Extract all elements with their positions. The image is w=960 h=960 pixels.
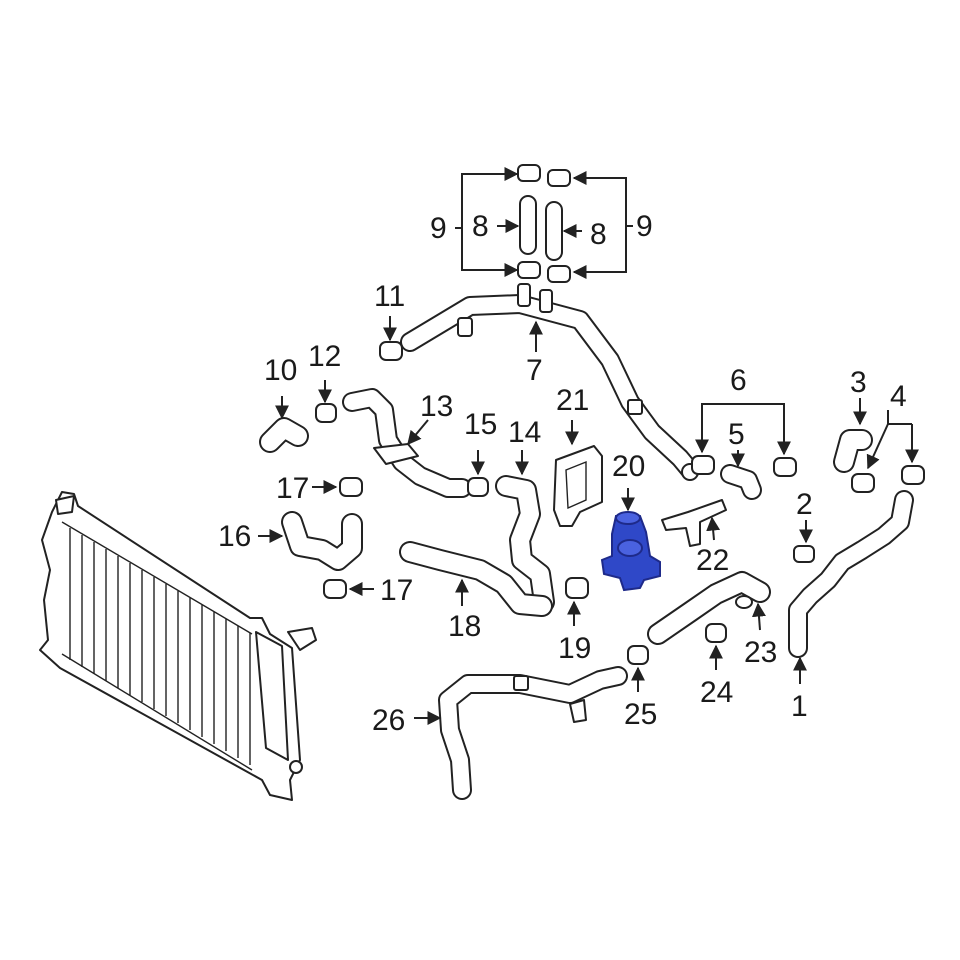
clamp-12 (315, 380, 337, 423)
heat-shield-21 (553, 420, 603, 527)
callout-19: 19 (558, 632, 591, 665)
callout-25: 25 (624, 698, 657, 731)
callout-16: 16 (218, 520, 251, 553)
callout-10: 10 (264, 354, 297, 387)
hose-5 (720, 450, 762, 500)
elbow-hose-10 (259, 396, 309, 453)
callout-8-left: 8 (472, 210, 489, 243)
radiator (39, 491, 317, 801)
callout-2: 2 (796, 488, 813, 521)
callout-6: 6 (730, 364, 747, 397)
callout-17-lower: 17 (380, 574, 413, 607)
callout-15: 15 (464, 408, 497, 441)
callout-5: 5 (728, 418, 745, 451)
hose-18 (399, 541, 553, 617)
callout-23: 23 (744, 636, 777, 669)
hose-23 (647, 571, 771, 645)
callout-7: 7 (526, 354, 543, 387)
hose-13 (342, 388, 472, 498)
hose-3 (833, 398, 873, 473)
callout-20: 20 (612, 450, 645, 483)
callout-labels: 1 2 3 4 5 6 7 8 8 9 9 10 11 12 13 14 15 … (218, 210, 907, 737)
clamp-17-lower (323, 579, 374, 599)
clamp-25 (627, 645, 649, 692)
callout-11: 11 (374, 280, 405, 313)
coolant-pump-20 (600, 488, 661, 592)
clamp-15 (467, 450, 489, 497)
bracket-9 (455, 167, 633, 279)
callout-12: 12 (308, 340, 341, 373)
callout-18: 18 (448, 610, 481, 643)
callout-9-right: 9 (636, 210, 653, 243)
hose-16 (258, 511, 363, 571)
clamp-11 (379, 316, 403, 361)
hose-sections-8 (497, 195, 582, 261)
hose-clamps-9 (517, 164, 571, 283)
callout-17-upper: 17 (276, 472, 309, 505)
callout-26: 26 (372, 704, 405, 737)
clamps-4 (851, 410, 925, 493)
callout-4: 4 (890, 380, 907, 413)
callout-22: 22 (696, 544, 729, 577)
callout-21: 21 (556, 384, 589, 417)
clamp-24 (705, 623, 727, 670)
callout-14: 14 (508, 416, 541, 449)
callout-3: 3 (850, 366, 867, 399)
clamp-2 (793, 520, 815, 563)
callout-8-right: 8 (590, 218, 607, 251)
coolant-pipe-7 (400, 283, 700, 481)
callout-1: 1 (791, 690, 808, 723)
hose-14 (495, 450, 555, 613)
hose-1 (788, 490, 914, 684)
clamps-6 (691, 403, 797, 477)
callout-13: 13 (420, 390, 453, 423)
callout-24: 24 (700, 676, 733, 709)
coolant-pipe-26 (414, 666, 628, 800)
bracket-22 (661, 499, 727, 547)
clamp-19 (565, 577, 589, 626)
clamp-17-upper (312, 477, 363, 497)
callout-9-left: 9 (430, 212, 447, 245)
